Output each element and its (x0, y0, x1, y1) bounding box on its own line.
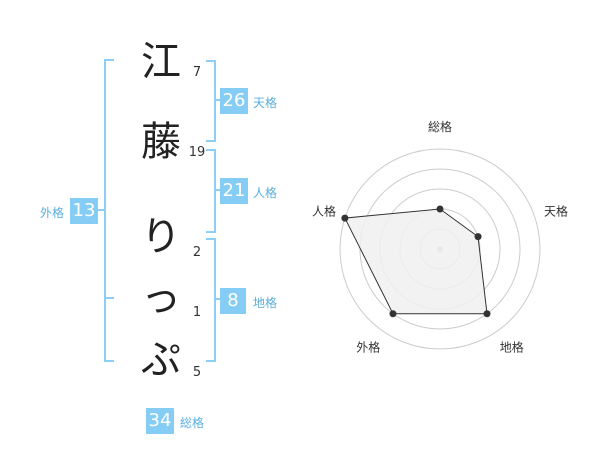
stroke-count-5: 5 (192, 365, 202, 380)
gaikaku-tick (98, 209, 104, 211)
chikaku-value: 8 (220, 288, 246, 314)
name-char-4: っ (141, 275, 181, 321)
jinkaku-label: 人格 (253, 186, 278, 200)
radar-point-4 (389, 310, 397, 318)
stroke-count-4: 1 (192, 305, 202, 320)
chikaku-tick (216, 298, 220, 300)
name-char-5: ぷ (141, 337, 181, 383)
name-char-1: 江 (141, 39, 181, 85)
radar-axis-label-4: 外格 (356, 340, 380, 355)
tenkaku-bracket (206, 60, 216, 142)
stroke-count-2: 19 (188, 145, 206, 160)
radar-polygon (344, 208, 488, 315)
tenkaku-tick (216, 99, 220, 101)
radar-point-2 (474, 233, 482, 241)
gaikaku-label: 外格 (40, 206, 65, 220)
gaikaku-inner-tick (104, 297, 114, 299)
radar-point-1 (436, 205, 444, 213)
radar-ring-5 (339, 148, 541, 350)
radar-axis-label-2: 天格 (544, 203, 568, 218)
jinkaku-bracket (206, 149, 216, 233)
radar-axis-label-3: 地格 (500, 340, 524, 355)
radar-point-5 (341, 214, 349, 222)
tenkaku-label: 天格 (253, 96, 278, 110)
stroke-count-3: 2 (192, 245, 202, 260)
radar-point-3 (483, 310, 491, 318)
chikaku-label: 地格 (253, 296, 278, 310)
tenkaku-value: 26 (220, 88, 248, 114)
radar-axis-label-5: 人格 (312, 203, 336, 218)
jinkaku-tick (216, 189, 220, 191)
gaikaku-value: 13 (70, 198, 98, 224)
stroke-count-1: 7 (192, 65, 202, 80)
soukaku-value: 34 (146, 408, 174, 434)
radar-axis-label-1: 総格 (428, 119, 452, 134)
soukaku-label: 総格 (180, 416, 205, 430)
gaikaku-bracket (104, 59, 114, 362)
name-char-2: 藤 (141, 119, 181, 165)
chikaku-bracket (206, 238, 216, 362)
jinkaku-value: 21 (220, 178, 248, 204)
name-char-3: り (141, 214, 181, 260)
